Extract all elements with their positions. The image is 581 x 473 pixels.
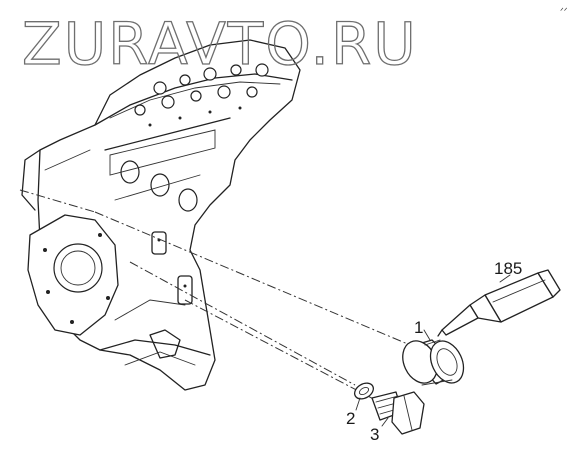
part-185-sealant-tube xyxy=(437,269,561,337)
engine-block xyxy=(21,39,301,391)
part-2-sealing-washer xyxy=(354,382,374,400)
callout-2-label: 2 xyxy=(346,409,355,428)
corner-mark: ᐟᐟ xyxy=(560,7,568,17)
callout-3-label: 3 xyxy=(370,425,379,444)
callout-185-label: 185 xyxy=(494,259,522,278)
part-1-rear-crank-seal xyxy=(402,339,465,386)
watermark-text: ZURAVTO.RU xyxy=(22,10,418,78)
assembly-centerlines xyxy=(19,189,411,406)
callout-1-label: 1 xyxy=(414,318,423,337)
part-3-plug-bolt xyxy=(371,391,425,435)
leader-lines xyxy=(355,274,511,427)
